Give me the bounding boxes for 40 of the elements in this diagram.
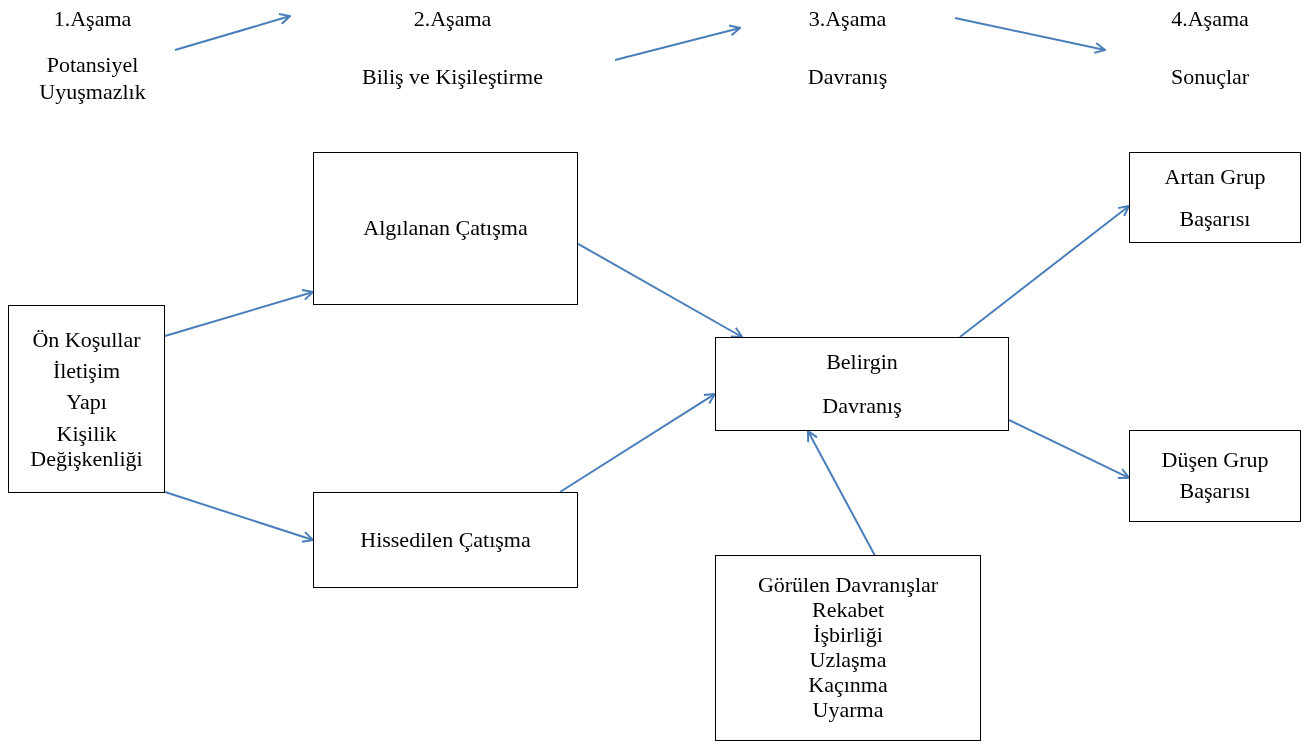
arrow	[174, 13, 291, 51]
box-text: Düşen Grup Başarısı	[1160, 446, 1270, 505]
arrow	[806, 430, 876, 556]
process-box	[1129, 152, 1301, 243]
stage-heading: 1.Aşama	[53, 5, 132, 33]
arrow	[164, 491, 314, 543]
box-text: İletişim	[52, 358, 121, 384]
box-text: Belirgin Davranış	[821, 348, 903, 420]
arrow	[954, 17, 1106, 54]
box-text: Uyarma	[812, 697, 884, 723]
stage-name: Davranış	[807, 62, 888, 90]
box-text: Rekabet	[811, 598, 885, 624]
box-text: Hissedilen Çatışma	[360, 526, 531, 554]
box-text: Algılanan Çatışma	[363, 215, 528, 242]
process-box	[715, 337, 1009, 431]
box-text: Uzlaşma	[809, 648, 887, 673]
stage-heading: 2.Aşama	[413, 5, 492, 33]
arrow	[614, 24, 741, 61]
box-text: Ön Koşullar	[32, 326, 141, 353]
box-text: Görülen Davranışlar	[757, 573, 939, 599]
arrow	[958, 204, 1130, 338]
box-text: İşbirliği	[813, 623, 883, 648]
stage-heading: 3.Aşama	[808, 5, 887, 33]
box-text: Yapı	[66, 389, 107, 415]
arrow	[559, 392, 716, 493]
stage-name: Potansiyel Uyuşmazlık	[38, 50, 147, 106]
stage-name: Biliş ve Kişileştirme	[362, 62, 543, 90]
process-box	[313, 492, 578, 588]
box-text: Kaçınma	[808, 672, 888, 698]
stage-heading: 4.Aşama	[1171, 5, 1249, 33]
box-text: Artan Grup Başarısı	[1163, 162, 1267, 233]
stage-name: Sonuçlar	[1170, 62, 1250, 90]
box-text: Kişilik Değişkenliği	[29, 420, 144, 472]
process-box	[8, 305, 165, 493]
arrow	[577, 242, 744, 338]
arrow	[164, 289, 314, 337]
process-box	[313, 152, 578, 305]
process-box	[1129, 430, 1301, 522]
arrow	[1008, 419, 1130, 479]
process-box	[715, 555, 981, 741]
